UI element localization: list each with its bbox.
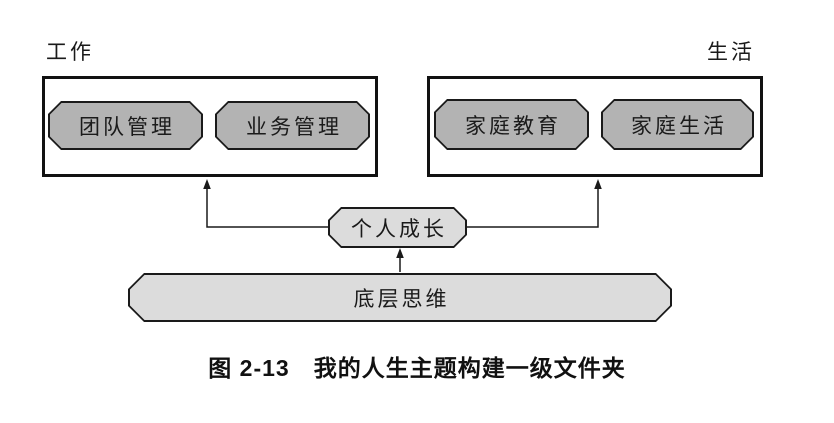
node-fill: 业务管理 [217,103,368,148]
node-fill: 底层思维 [130,275,670,320]
node-family-life: 家庭生活 [601,99,754,150]
node-label: 家庭教育 [465,113,561,138]
node-team-management: 团队管理 [48,101,203,150]
node-fill: 团队管理 [50,103,201,148]
node-label: 家庭生活 [631,113,727,138]
connector-growth-to-life [467,188,599,228]
arrowhead-to-life-box [594,179,602,189]
arrowhead-to-growth [396,248,404,258]
node-label: 个人成长 [351,216,447,241]
node-personal-growth: 个人成长 [328,207,467,248]
node-label: 业务管理 [246,114,342,139]
node-base-thinking: 底层思维 [128,273,672,322]
node-fill: 家庭教育 [436,101,587,148]
node-family-education: 家庭教育 [434,99,589,150]
node-fill: 家庭生活 [603,101,752,148]
connector-growth-to-work [206,188,328,228]
node-business-management: 业务管理 [215,101,370,150]
node-label: 团队管理 [79,114,175,139]
group-label-work: 工作 [46,40,94,64]
group-label-life: 生活 [707,40,755,64]
node-label: 底层思维 [353,286,450,311]
arrowhead-to-work-box [203,179,211,189]
node-fill: 个人成长 [330,209,465,246]
figure-caption: 图 2-13 我的人生主题构建一级文件夹 [208,355,626,381]
